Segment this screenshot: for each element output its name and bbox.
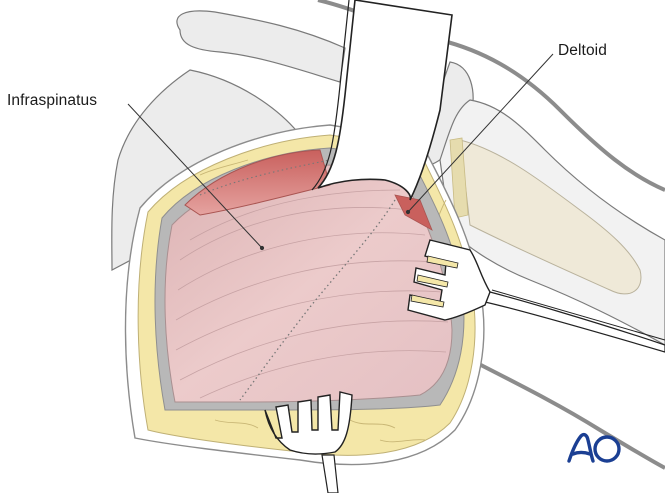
bone-clavicle — [176, 10, 346, 83]
leader-lines — [127, 53, 554, 251]
infraspinatus-muscle — [164, 164, 453, 403]
retractor-top — [311, 0, 453, 201]
retractor-right-rake — [407, 239, 665, 353]
ao-logo-icon — [567, 432, 621, 463]
label-infraspinatus: Infraspinatus — [7, 92, 98, 109]
retractor-bottom-rake — [264, 391, 353, 493]
bone-humerus — [439, 99, 665, 346]
label-deltoid: Deltoid — [558, 42, 607, 59]
deltoid-muscle — [184, 149, 433, 231]
